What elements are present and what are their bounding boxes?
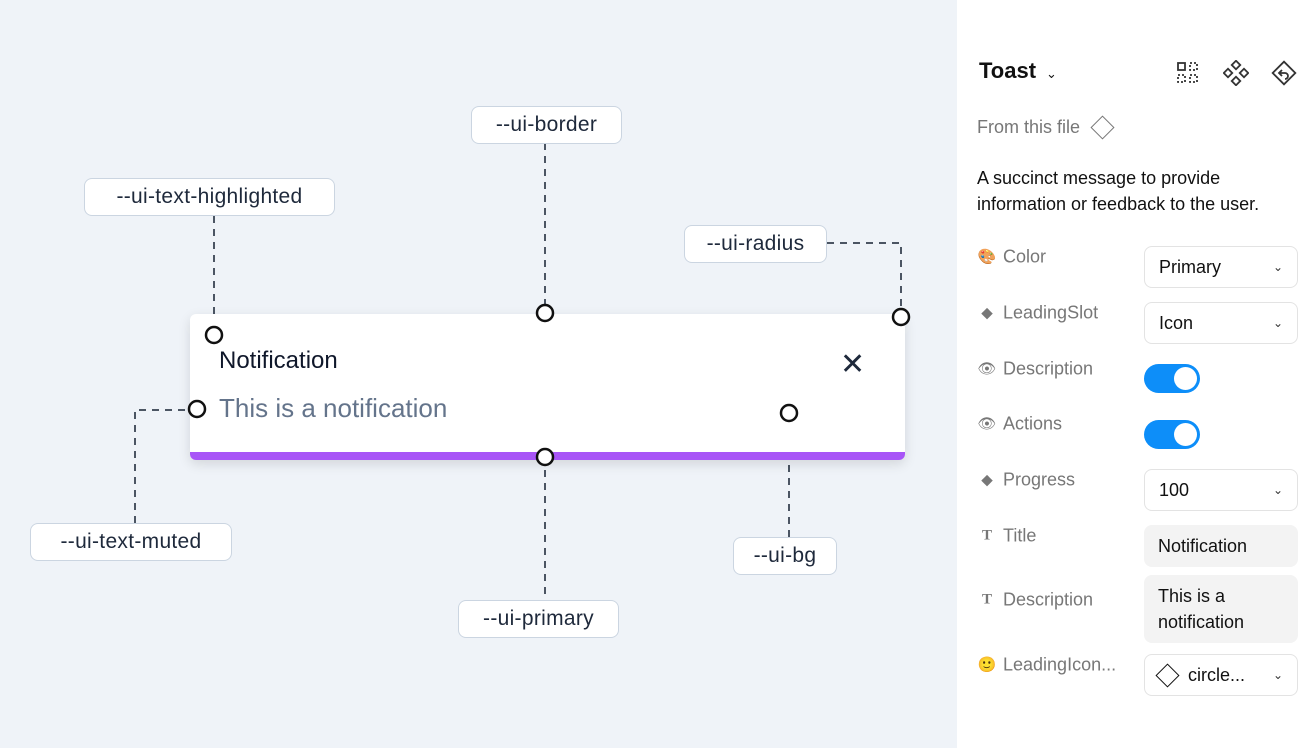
chevron-down-icon: ⌄ — [1272, 483, 1283, 497]
leading-icon-select[interactable]: circle... ⌄ — [1144, 654, 1298, 696]
component-selector[interactable]: Toast ⌄ — [979, 58, 1057, 84]
token-border: --ui-border — [471, 106, 622, 144]
source-link[interactable]: From this file — [977, 115, 1115, 140]
title-input[interactable]: Notification — [1144, 525, 1298, 567]
smiley-icon: 🙂 — [977, 656, 997, 674]
toast-preview[interactable]: Notification This is a notification ✕ — [190, 314, 905, 460]
diamond-icon — [1155, 662, 1180, 688]
eye-icon: 👁 — [977, 360, 997, 378]
prop-label: Progress — [1003, 469, 1076, 489]
token-radius: --ui-radius — [684, 225, 827, 263]
token-text-highlighted: --ui-text-highlighted — [84, 178, 335, 216]
actions-toggle[interactable] — [1144, 420, 1200, 449]
token-bg: --ui-bg — [733, 537, 837, 575]
prop-label: Actions — [1003, 413, 1063, 433]
description-toggle[interactable] — [1144, 364, 1200, 393]
chevron-down-icon: ⌄ — [1272, 668, 1283, 682]
description-input[interactable]: This is a notification — [1144, 575, 1298, 643]
toast-progress-bar — [190, 452, 905, 460]
prop-label: Description — [1003, 589, 1094, 609]
prop-label: Description — [1003, 358, 1094, 378]
component-icon[interactable] — [1223, 60, 1249, 86]
color-select[interactable]: Primary ⌄ — [1144, 246, 1298, 288]
design-canvas[interactable]: Notification This is a notification ✕ --… — [0, 0, 957, 748]
prop-label: LeadingSlot — [1003, 302, 1099, 322]
select-value: Primary — [1159, 256, 1221, 277]
chevron-down-icon: ⌄ — [1272, 316, 1283, 330]
palette-icon: 🎨 — [977, 248, 997, 266]
select-value: Icon — [1159, 312, 1194, 333]
line-text-muted — [134, 409, 197, 523]
variant-diamond-icon: ◆ — [981, 304, 993, 322]
eye-icon: 👁 — [977, 415, 997, 433]
toast-title: Notification — [219, 347, 338, 374]
text-icon: T — [981, 527, 992, 543]
text-icon: T — [981, 591, 992, 607]
diamond-icon — [1090, 115, 1115, 140]
component-description: A succinct message to provide informatio… — [977, 168, 1260, 214]
annotation-lines — [134, 143, 902, 600]
variant-diamond-icon: ◆ — [981, 471, 993, 489]
prop-label: Color — [1003, 246, 1047, 266]
component-name: Toast — [979, 58, 1037, 83]
chevron-down-icon: ⌄ — [1046, 66, 1057, 81]
token-text-muted: --ui-text-muted — [30, 523, 232, 561]
token-primary: --ui-primary — [458, 600, 619, 638]
close-icon[interactable]: ✕ — [840, 348, 866, 381]
go-to-main-component-icon[interactable] — [1271, 60, 1297, 86]
line-radius — [827, 242, 902, 317]
prop-label: LeadingIcon... — [1003, 654, 1117, 674]
grid-select-icon[interactable] — [1175, 60, 1201, 86]
source-label: From this file — [977, 117, 1081, 137]
toast-description: This is a notification — [219, 393, 448, 423]
properties-panel: Toast ⌄ From this file A succinct message… — [957, 0, 1312, 748]
prop-label: Title — [1003, 525, 1037, 545]
leading-slot-select[interactable]: Icon ⌄ — [1144, 302, 1298, 344]
progress-select[interactable]: 100 ⌄ — [1144, 469, 1298, 511]
select-value: circle... — [1188, 664, 1246, 685]
chevron-down-icon: ⌄ — [1272, 260, 1283, 274]
select-value: 100 — [1159, 479, 1190, 500]
